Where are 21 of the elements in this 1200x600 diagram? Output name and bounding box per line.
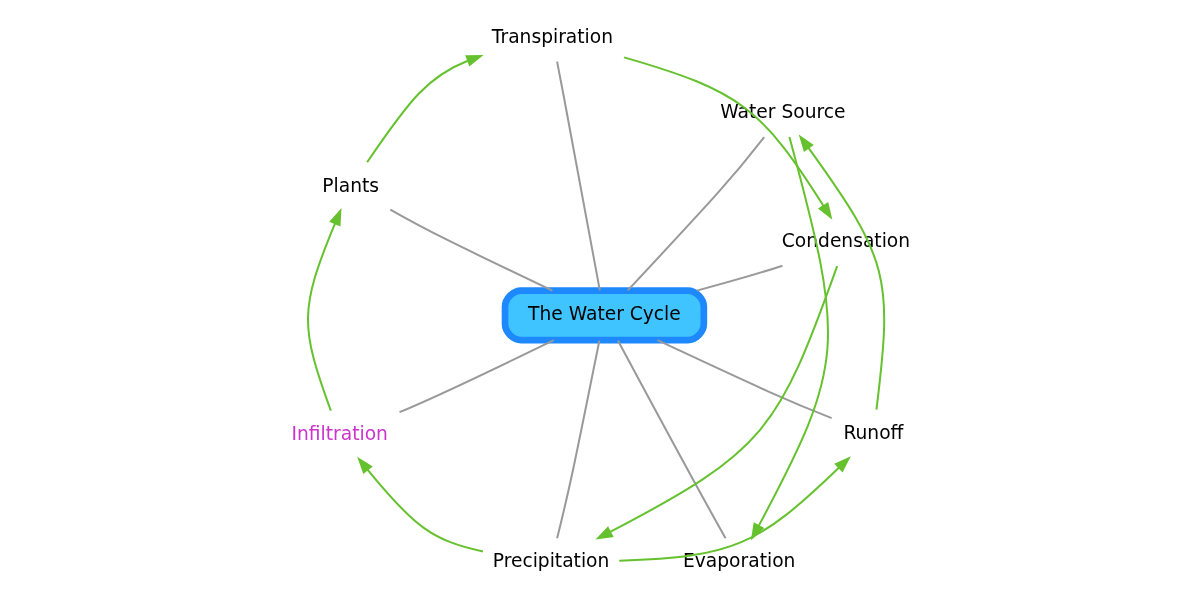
arrow <box>617 456 851 562</box>
connector <box>555 60 601 292</box>
arrow <box>622 56 832 220</box>
node-box: The Water Cycle <box>501 287 707 344</box>
node-text: Transpiration <box>491 25 613 47</box>
connector <box>655 339 833 420</box>
connector <box>388 208 553 292</box>
arrow <box>356 456 484 553</box>
node-text: Evaporation <box>682 550 795 572</box>
arrow <box>306 208 342 412</box>
node-text: Infiltration <box>291 422 388 444</box>
connector <box>695 264 783 292</box>
node-text: Precipitation <box>492 550 609 572</box>
node-text: Plants <box>321 174 379 196</box>
arrow <box>798 134 885 411</box>
connector <box>398 339 555 414</box>
node-text: Runoff <box>842 422 903 443</box>
connector <box>616 339 726 540</box>
connector <box>555 339 600 540</box>
arrow <box>365 55 484 164</box>
connector <box>626 136 765 292</box>
